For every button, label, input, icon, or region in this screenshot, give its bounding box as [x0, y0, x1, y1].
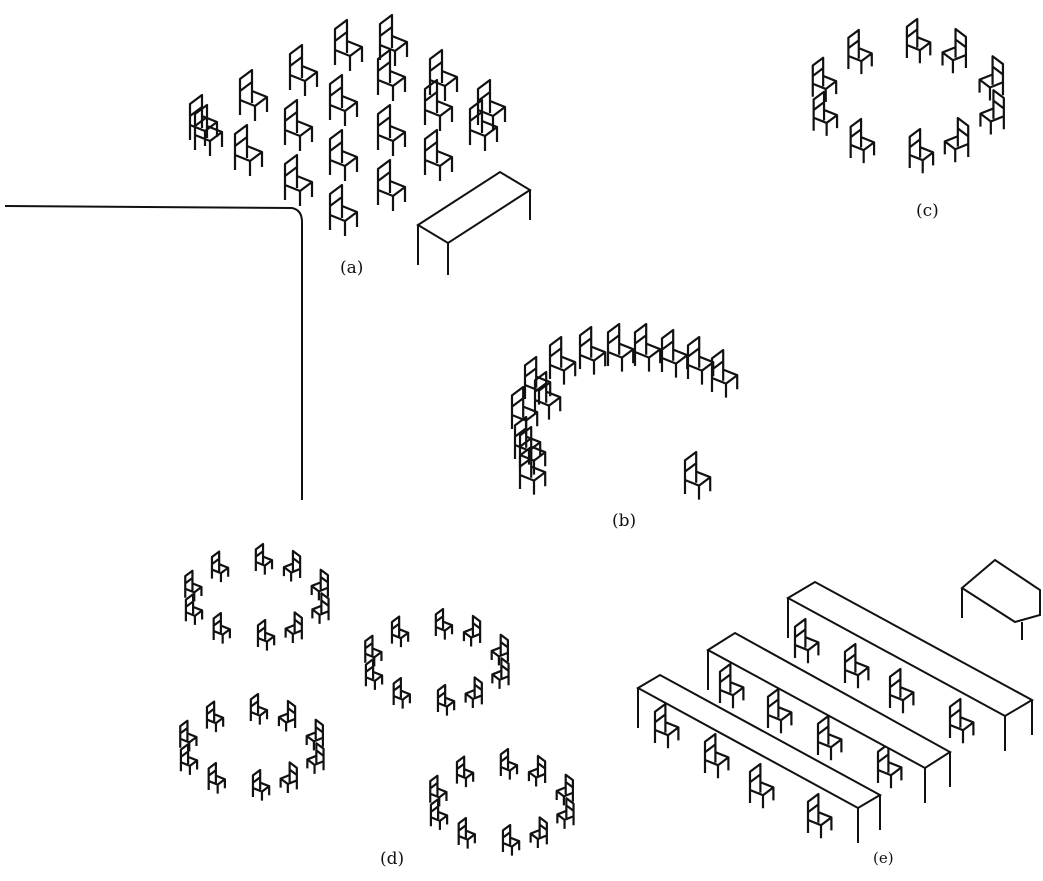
- layout-d-circle-4-chair: [529, 756, 545, 787]
- layout-c-chair: [980, 90, 1003, 134]
- layout-c-chair: [943, 29, 966, 73]
- layout-d-circle-1-chair: [256, 544, 272, 575]
- layout-d-circle-1-chair: [258, 620, 274, 651]
- caption-a: (a): [340, 258, 363, 278]
- layout-d-circle-3-chair: [180, 721, 196, 752]
- layout-d-circle-2-chair: [438, 685, 454, 716]
- layout-e-chair: [720, 664, 743, 708]
- layout-a-chair: [290, 45, 317, 96]
- layout-d-circle-2-chair: [365, 636, 381, 667]
- layout-b-chair: [712, 350, 737, 398]
- tables-layer: [418, 172, 1040, 843]
- layout-e-chair: [750, 764, 773, 808]
- layout-d-circle-2-chair: [436, 609, 452, 640]
- layout-a-chair: [378, 50, 405, 101]
- layout-c-chair: [848, 30, 871, 74]
- layout-a-chair: [285, 100, 312, 151]
- layout-e-chair: [795, 619, 818, 663]
- room-wall-corner: [5, 206, 302, 500]
- layout-d-circle-3-chair: [209, 763, 225, 794]
- layout-e-chair: [845, 644, 868, 688]
- layout-b-single-chair: [685, 452, 710, 500]
- layout-b-chair: [550, 337, 575, 385]
- layout-e-chair: [655, 704, 678, 748]
- layout-a-chair: [378, 105, 405, 156]
- layout-d-circle-1-chair: [284, 551, 300, 582]
- layout-e-chair: [705, 734, 728, 778]
- layout-e-chair: [950, 699, 973, 743]
- layout-b-chair: [608, 324, 633, 372]
- caption-c: (c): [916, 201, 939, 221]
- layout-a-chair: [330, 130, 357, 181]
- layout-a-chair: [378, 160, 405, 211]
- layout-d-circle-4-chair: [503, 825, 519, 856]
- layout-a-chair: [330, 75, 357, 126]
- layout-b-chair: [662, 330, 687, 378]
- layout-d-circle-2-chair: [466, 677, 482, 708]
- layout-d-circle-3-chair: [251, 694, 267, 725]
- layout-a-chair: [195, 105, 222, 156]
- layout-d-circle-1-chair: [312, 593, 328, 624]
- layout-d-circle-1-chair: [185, 571, 201, 602]
- layout-d-circle-3-chair: [279, 701, 295, 732]
- layout-d-circle-2-chair: [464, 616, 480, 647]
- layout-b-chair: [580, 327, 605, 375]
- layout-a-chair: [240, 70, 267, 121]
- layout-e-chair: [808, 794, 831, 838]
- layout-e-chair: [890, 669, 913, 713]
- layout-c-chair: [851, 119, 874, 163]
- layout-d-circle-4-chair: [430, 776, 446, 807]
- layout-d-circle-3-chair: [253, 770, 269, 801]
- layout-c-chair: [907, 19, 930, 63]
- layout-e-table-4: [962, 560, 1040, 640]
- layout-d-circle-3-chair: [281, 762, 297, 793]
- caption-e: (e): [873, 849, 894, 867]
- layout-a-chair: [285, 155, 312, 206]
- layout-d-circle-1-chair: [286, 612, 302, 643]
- layout-a-chair: [335, 20, 362, 71]
- layout-a-table: [418, 172, 530, 275]
- layout-b-chair: [635, 324, 660, 372]
- layout-d-circle-4-chair: [531, 817, 547, 848]
- layout-d-circle-1-chair: [212, 552, 228, 583]
- layout-e-chair: [768, 689, 791, 733]
- layout-d-circle-1-chair: [214, 613, 230, 644]
- layout-d-circle-4-chair: [501, 749, 517, 780]
- caption-d: (d): [380, 849, 404, 869]
- layout-d-circle-2-chair: [392, 617, 408, 648]
- layout-b-chair: [688, 337, 713, 385]
- layout-c-chair: [945, 118, 968, 162]
- layout-d-circle-2-chair: [492, 658, 508, 689]
- layout-d-circle-4-chair: [459, 818, 475, 849]
- layout-a-chair: [380, 15, 407, 66]
- layout-d-circle-3-chair: [307, 743, 323, 774]
- layout-d-circle-4-chair: [457, 757, 473, 788]
- caption-b: (b): [612, 511, 636, 531]
- layout-a-chair: [235, 125, 262, 176]
- layout-a-chair: [330, 185, 357, 236]
- layout-d-circle-4-chair: [557, 798, 573, 829]
- layout-d-circle-2-chair: [394, 678, 410, 709]
- layout-e-chair: [818, 716, 841, 760]
- layout-a-chair: [425, 130, 452, 181]
- layout-c-chair: [910, 129, 933, 173]
- layout-d-circle-3-chair: [207, 702, 223, 733]
